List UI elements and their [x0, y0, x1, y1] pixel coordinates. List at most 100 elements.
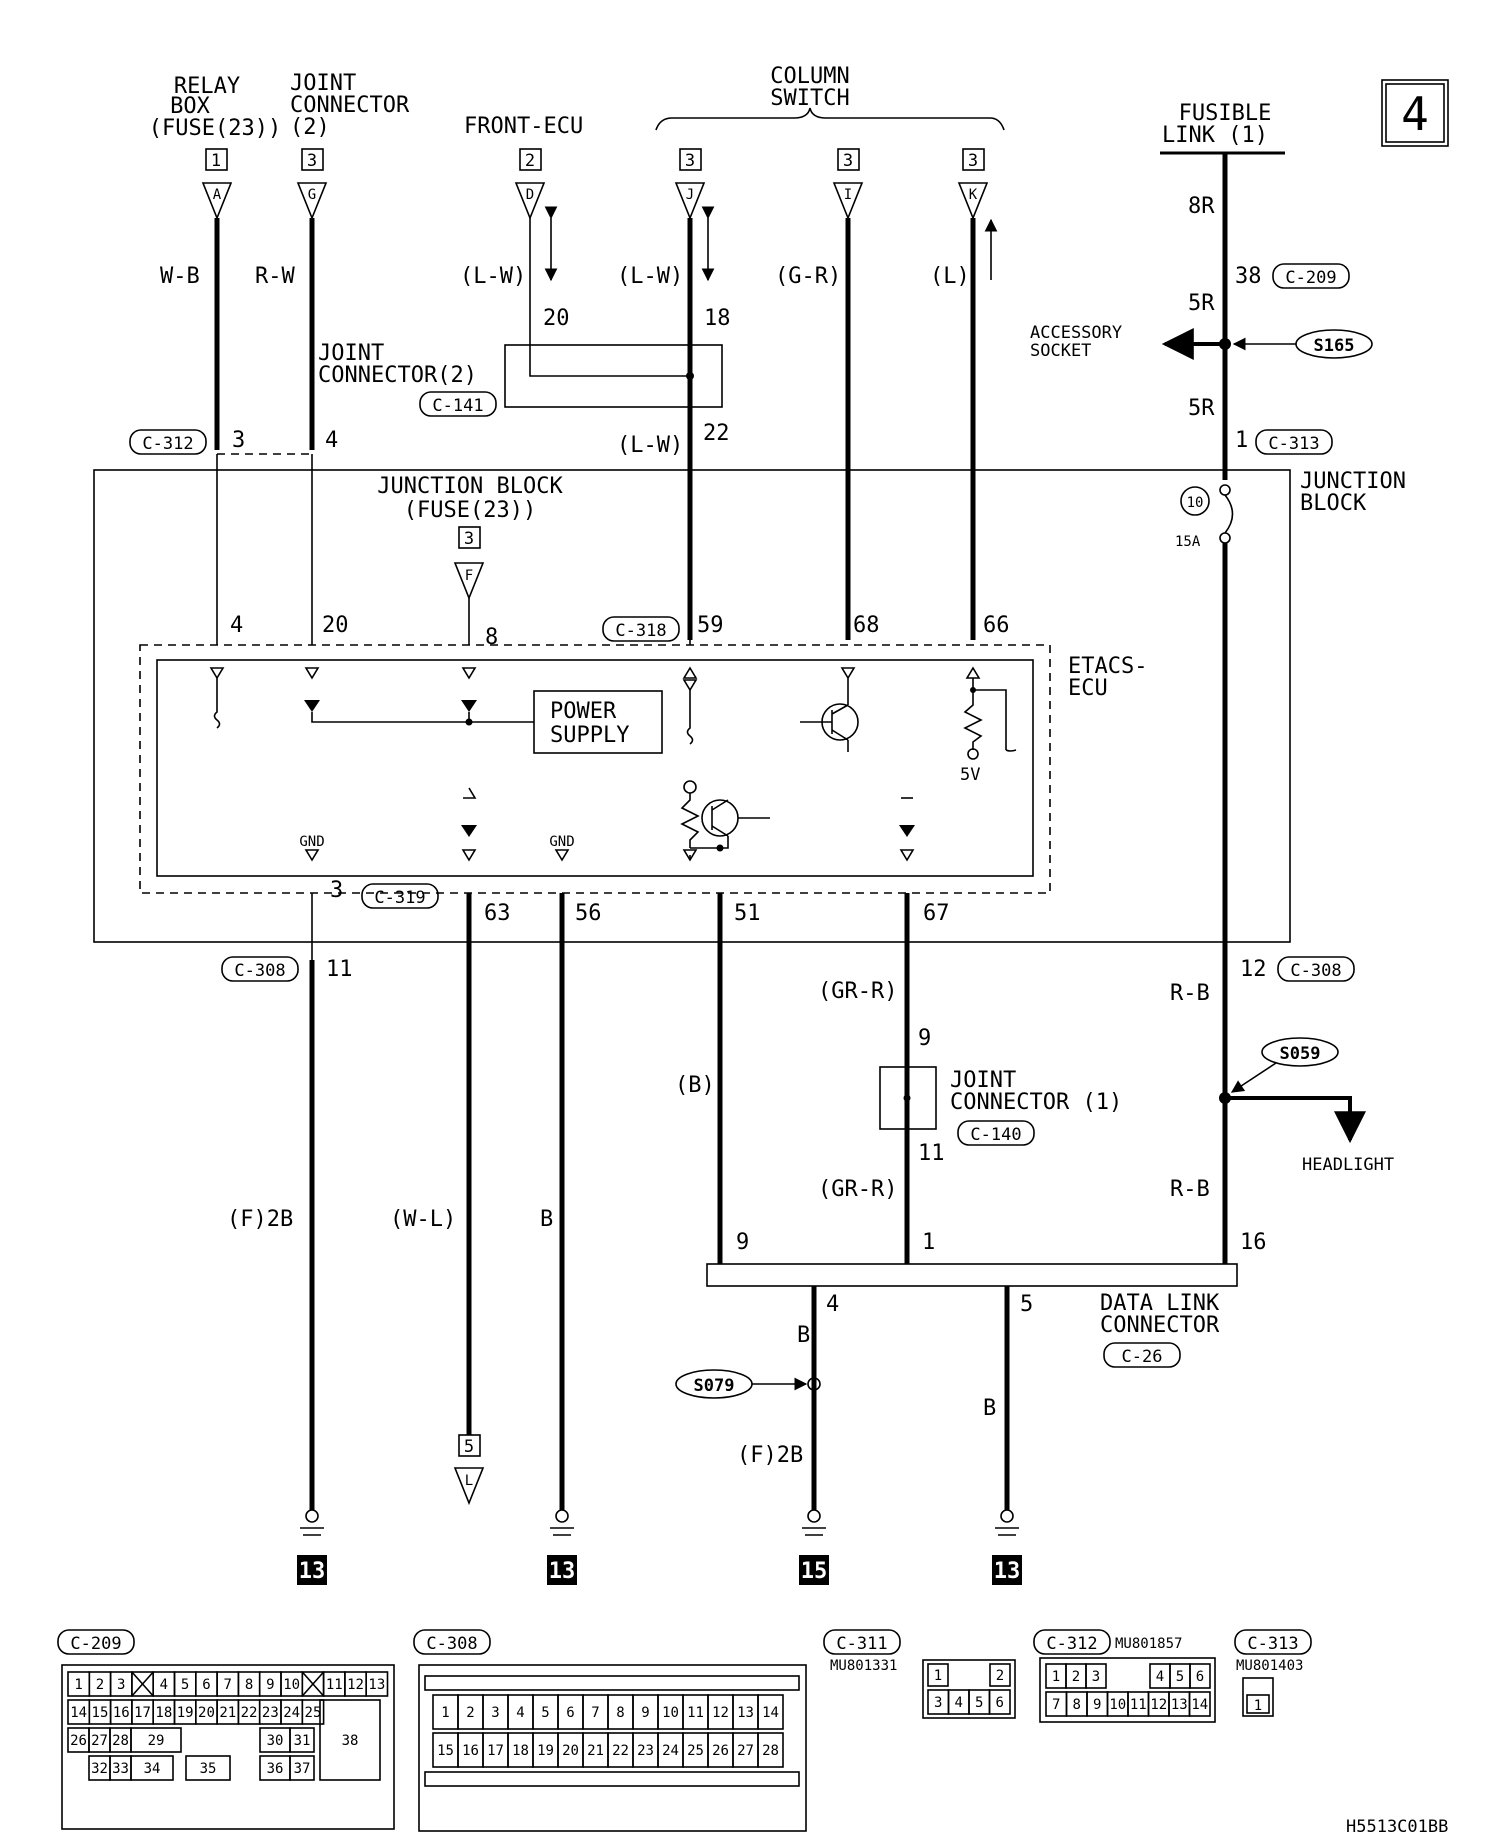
pin-number: 2	[466, 1705, 474, 1721]
pin-number: 22	[241, 1705, 258, 1721]
relay-box-label: RELAY BOX (FUSE(23))	[149, 74, 281, 141]
svg-text:5R: 5R	[1188, 396, 1215, 421]
ground-1: 13	[297, 1509, 327, 1585]
pin-number: 14	[1191, 1697, 1208, 1713]
splice-s079: S079	[675, 1369, 808, 1399]
pin-number: 3	[117, 1677, 125, 1693]
svg-text:I: I	[844, 187, 852, 203]
pin-number: 18	[512, 1743, 529, 1759]
pin-number: 21	[219, 1705, 236, 1721]
svg-text:15A: 15A	[1175, 534, 1201, 550]
svg-text:13: 13	[299, 1559, 326, 1584]
svg-text:C-209: C-209	[70, 1634, 121, 1654]
pin-number: 28	[112, 1733, 129, 1749]
pin-number: 10	[662, 1705, 679, 1721]
svg-text:(GR-R): (GR-R)	[818, 979, 897, 1004]
pin-number: 7	[1052, 1697, 1060, 1713]
svg-text:SWITCH: SWITCH	[770, 86, 849, 111]
relay-terminal: 1 A	[201, 148, 233, 221]
c209-pin	[289, 1727, 315, 1753]
pin-number: 19	[177, 1705, 194, 1721]
junction-fuse-terminal: 3 F	[453, 526, 485, 645]
pin-number: 27	[737, 1743, 754, 1759]
svg-text:38: 38	[1235, 264, 1262, 289]
column-switch-terminal-j: 3 J	[674, 148, 706, 221]
svg-text:LINK (1): LINK (1)	[1162, 123, 1268, 148]
pin-number: 11	[687, 1705, 704, 1721]
pin-number: 33	[112, 1761, 129, 1777]
pin-number: 13	[368, 1677, 385, 1693]
svg-text:18: 18	[704, 306, 731, 331]
pin-number: 1	[1052, 1669, 1060, 1685]
pin-number: 10	[1109, 1697, 1126, 1713]
pin-number: 35	[200, 1761, 217, 1777]
pin-number: 4	[955, 1695, 963, 1711]
pin-number: 5	[975, 1695, 983, 1711]
svg-text:C-209: C-209	[1285, 268, 1336, 288]
svg-text:5: 5	[464, 1437, 474, 1457]
svg-text:CONNECTOR (1): CONNECTOR (1)	[950, 1090, 1122, 1115]
wire-l-w-front-ecu: (L-W) 20	[460, 206, 570, 345]
column-switch-label: COLUMN SWITCH	[655, 64, 1005, 131]
c209-pin	[130, 1727, 182, 1753]
headlight-branch: HEADLIGHT	[1219, 1092, 1394, 1175]
c308-latch	[424, 1675, 800, 1691]
pin-number: 27	[91, 1733, 108, 1749]
pin-number: 23	[637, 1743, 654, 1759]
etacs-bottom-pins: 3 C-319 63 56 51 67 C-308 11 12 C-308	[221, 878, 1355, 982]
svg-text:C-319: C-319	[374, 888, 425, 908]
pin-number: 14	[70, 1705, 87, 1721]
pin-number: 16	[113, 1705, 130, 1721]
pin-number: 11	[1130, 1697, 1147, 1713]
c312-pin	[1189, 1663, 1211, 1689]
svg-text:(F)2B: (F)2B	[737, 1443, 803, 1468]
c312-pin	[1188, 1691, 1211, 1717]
svg-text:3: 3	[464, 529, 474, 549]
svg-text:R-B: R-B	[1170, 1177, 1210, 1202]
svg-text:JUNCTION BLOCK: JUNCTION BLOCK	[377, 474, 563, 499]
pin-number: 3	[491, 1705, 499, 1721]
pin-number: 12	[712, 1705, 729, 1721]
svg-text:(G-R): (G-R)	[775, 264, 841, 289]
svg-text:3: 3	[232, 428, 245, 453]
svg-text:20: 20	[322, 613, 349, 638]
ground-4: 13	[992, 1509, 1022, 1585]
pin-number: 13	[1171, 1697, 1188, 1713]
pin-number: 8	[616, 1705, 624, 1721]
svg-text:POWER: POWER	[550, 699, 617, 724]
data-link-connector: 9 1 16 4 5 DATA LINK CONNECTOR C-26 B (F…	[706, 1230, 1267, 1510]
pin-number: 25	[687, 1743, 704, 1759]
joint-connector-2-label: JOINT CONNECTOR (2)	[290, 71, 410, 140]
pin-number: 6	[202, 1677, 210, 1693]
page-number: 4	[1381, 79, 1449, 147]
c209-pin	[365, 1671, 389, 1697]
pin-number: 13	[737, 1705, 754, 1721]
svg-text:D: D	[526, 187, 534, 203]
pin-number: 3	[1092, 1669, 1100, 1685]
etacs-ecu: ETACS- ECU POWER SUPPLY 5V	[139, 644, 1147, 894]
pin-number: 23	[262, 1705, 279, 1721]
svg-text:CONNECTOR: CONNECTOR	[1100, 1313, 1220, 1338]
svg-text:15: 15	[801, 1559, 828, 1584]
wire-g-r: (G-R)	[775, 218, 851, 640]
pin-number: 15	[437, 1743, 454, 1759]
c311-pin	[989, 1663, 1011, 1687]
svg-text:11: 11	[326, 957, 353, 982]
svg-text:MU801331: MU801331	[830, 1658, 897, 1674]
pin-number: 6	[1196, 1669, 1204, 1685]
front-ecu-terminal: 2 D	[514, 148, 546, 221]
c209-pin	[185, 1755, 231, 1781]
svg-text:22: 22	[703, 421, 730, 446]
svg-text:13: 13	[549, 1559, 576, 1584]
svg-text:B: B	[983, 1396, 996, 1421]
svg-text:4: 4	[1401, 87, 1429, 141]
fusible-link-label: FUSIBLE LINK (1)	[1160, 101, 1285, 155]
pin-number: 5	[181, 1677, 189, 1693]
joint2-terminal: 3 G	[296, 148, 328, 221]
svg-text:4: 4	[826, 1292, 839, 1317]
pin-number: 4	[516, 1705, 524, 1721]
svg-text:66: 66	[983, 613, 1010, 638]
pin-number: 2	[96, 1677, 104, 1693]
svg-text:8R: 8R	[1188, 194, 1215, 219]
svg-text:C-311: C-311	[836, 1634, 887, 1654]
